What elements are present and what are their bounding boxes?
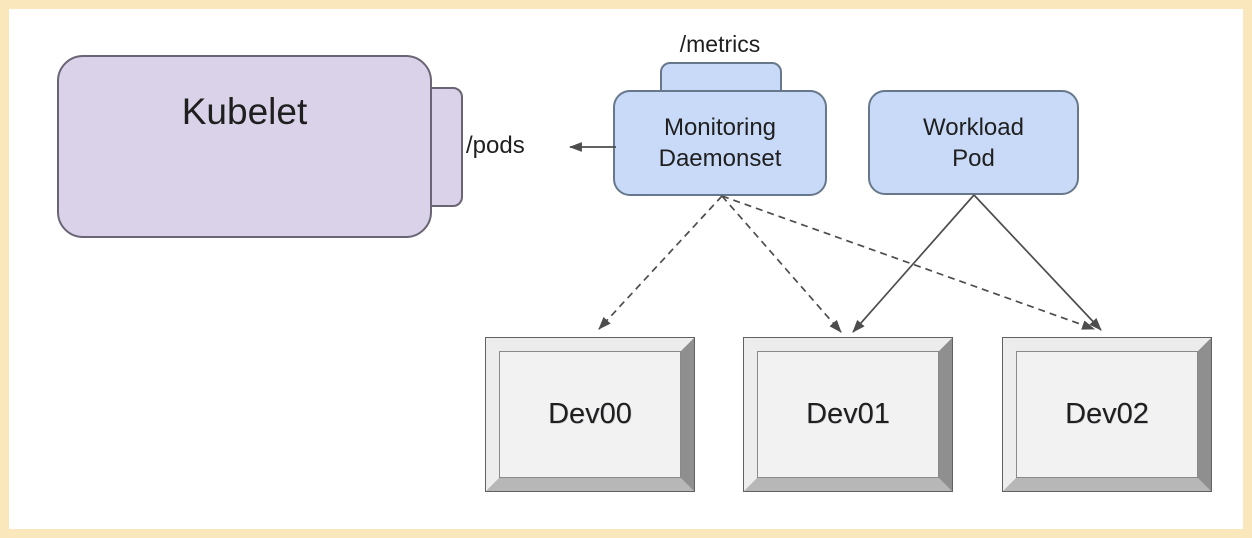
dev00-label: Dev00 xyxy=(548,398,632,430)
workload-pod-label-line1: Workload xyxy=(923,113,1024,141)
dev01-node: Dev01 xyxy=(743,337,953,492)
kubelet-label: Kubelet xyxy=(181,91,308,132)
dev02-label: Dev02 xyxy=(1065,398,1149,430)
edge-workload-to-dev01 xyxy=(852,194,975,333)
metrics-endpoint-label: /metrics xyxy=(679,31,761,57)
dev01-label: Dev01 xyxy=(806,398,890,430)
dev01-bevel xyxy=(744,338,952,491)
edge-monitoring-to-dev02 xyxy=(721,195,1096,330)
dev01-face: Dev01 xyxy=(757,351,939,478)
dev02-face: Dev02 xyxy=(1016,351,1198,478)
dev02-node: Dev02 xyxy=(1002,337,1212,492)
dev00-bevel xyxy=(486,338,694,491)
dev00-node: Dev00 xyxy=(485,337,695,492)
kubelet-node: Kubelet xyxy=(57,55,432,238)
workload-pod-node: Workload Pod xyxy=(868,90,1079,195)
edge-workload-to-dev02 xyxy=(973,194,1102,331)
dev00-face: Dev00 xyxy=(499,351,681,478)
monitoring-daemonset-node: Monitoring Daemonset xyxy=(613,90,827,196)
edge-monitoring-to-dev01 xyxy=(721,195,842,333)
workload-pod-label-line2: Pod xyxy=(952,144,995,172)
monitoring-daemonset-label-line1: Monitoring xyxy=(663,114,777,141)
pods-endpoint-label: /pods xyxy=(466,132,525,159)
edge-monitoring-to-dev00 xyxy=(598,195,723,330)
dev02-bevel xyxy=(1003,338,1211,491)
monitoring-daemonset-label-line2: Daemonset xyxy=(658,145,782,172)
